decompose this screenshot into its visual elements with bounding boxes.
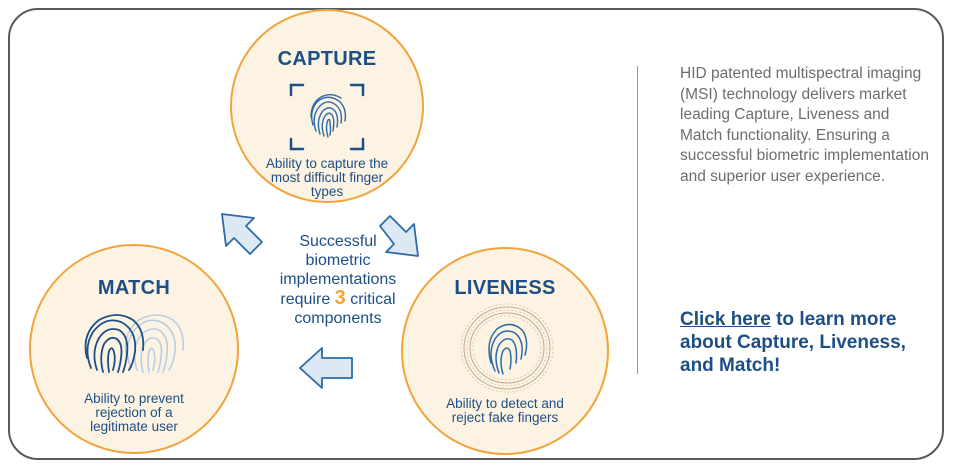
cycle-arrow-icon [299,347,353,389]
click-here-link[interactable]: Click here [680,309,771,330]
capture-title: CAPTURE [277,48,377,70]
fingerprint-scan-icon [289,81,365,153]
content-frame [8,8,944,460]
capture-description: Ability to capture the most difficult fi… [265,156,389,199]
cycle-arrow-icon [379,215,419,257]
fingerprint-ripple-icon [457,301,557,395]
cycle-arrow-icon [221,213,263,255]
learn-more-cta: Click here to learn more about Capture, … [680,308,930,377]
component-count: 3 [334,287,346,309]
center-caption-tail: critical components [294,291,396,327]
center-caption-lead: Successful biometric implementations req… [279,233,397,308]
liveness-circle: LIVENESS Ability to detect and reject fa… [401,247,609,455]
vertical-divider [637,66,638,374]
match-circle: MATCH Ability to prevent rejection of a … [29,244,239,454]
capture-circle: CAPTURE Ability to capture the most diff… [230,9,424,203]
fingerprint-overlap-icon [81,308,193,376]
learn-more-text: to learn more about Capture, Liveness, a… [680,309,906,376]
center-caption: Successful biometric implementations req… [272,232,404,328]
msi-description: HID patented multispectral imaging (MSI)… [680,65,929,185]
match-title: MATCH [97,277,171,299]
liveness-title: LIVENESS [454,277,556,299]
liveness-description: Ability to detect and reject fake finger… [446,396,564,425]
match-description: Ability to prevent rejection of a legiti… [84,391,184,434]
